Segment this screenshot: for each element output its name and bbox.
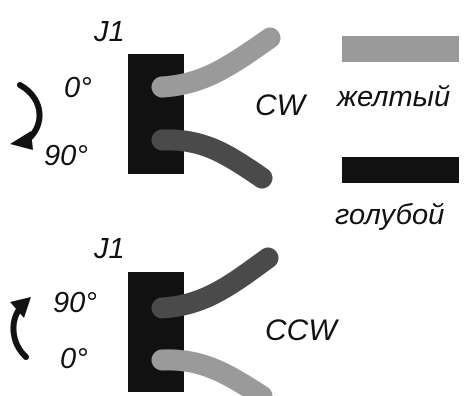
- legend: желтый голубой: [335, 36, 459, 231]
- bottom-pin-lower-label: 0°: [60, 343, 88, 375]
- legend-swatch-dark: [342, 157, 459, 183]
- legend-label-light: желтый: [335, 81, 450, 113]
- legend-swatch-light: [342, 36, 459, 62]
- bottom-diagram: J1 90° 0° CCW: [10, 233, 339, 396]
- top-pin-lower-label: 90°: [44, 140, 88, 172]
- top-direction-label: CW: [255, 89, 308, 122]
- top-wire-dark: [151, 129, 273, 189]
- top-pin-upper-label: 0°: [64, 72, 92, 104]
- bottom-connector-body: [128, 272, 184, 392]
- top-connector-body: [128, 54, 184, 174]
- clockwise-arrow-icon: [10, 82, 43, 150]
- bottom-direction-label: CCW: [265, 314, 339, 347]
- legend-label-dark: голубой: [335, 199, 444, 231]
- bottom-wire-dark: [151, 247, 279, 319]
- bottom-wire-light: [151, 349, 273, 396]
- top-connector-label: J1: [93, 16, 125, 48]
- bottom-pin-upper-label: 90°: [53, 287, 97, 319]
- top-diagram: J1 0° 90° CW: [10, 16, 308, 189]
- bottom-connector-label: J1: [93, 233, 125, 265]
- counterclockwise-arrow-icon: [10, 297, 31, 360]
- top-wire-light: [151, 27, 281, 98]
